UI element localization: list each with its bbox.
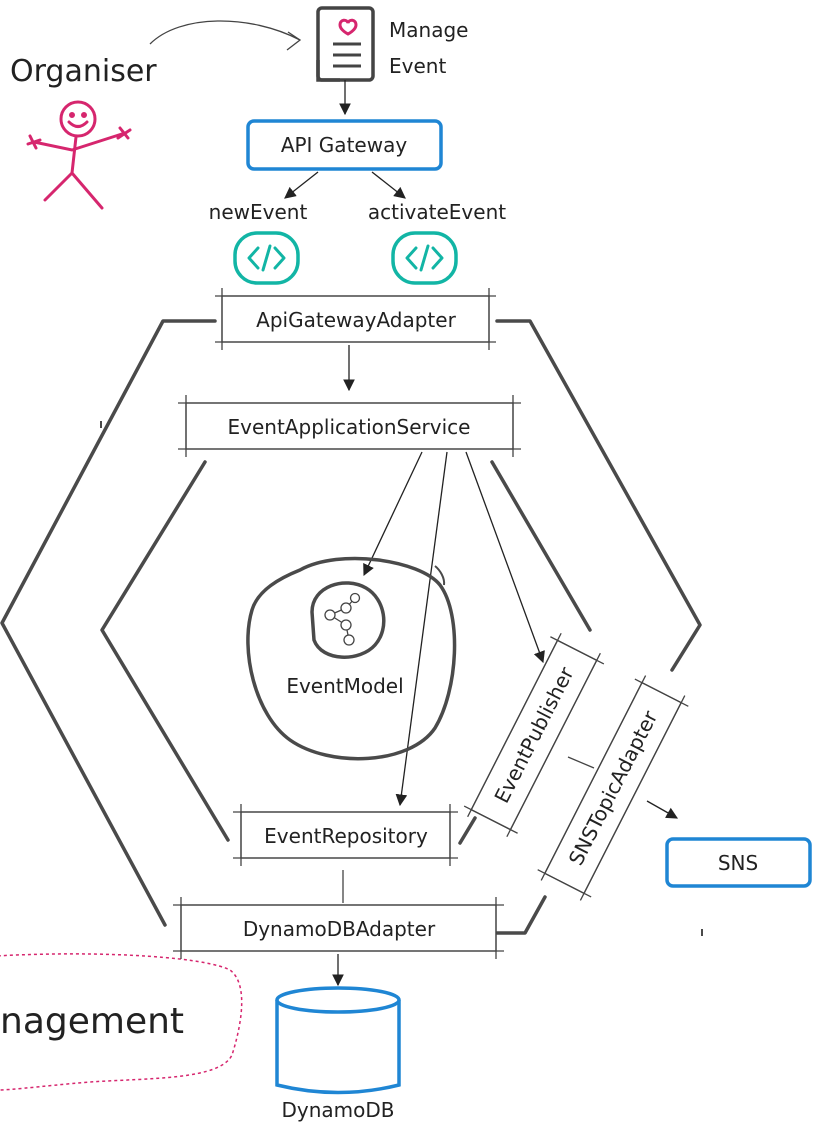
actor-to-document-arrow <box>149 20 301 45</box>
service-to-model-arrow <box>363 451 423 577</box>
heart-icon <box>338 18 358 36</box>
dynamodb-adapter-box: DynamoDBAdapter <box>173 897 504 959</box>
sns-box: SNS <box>665 837 812 888</box>
publisher-to-adapter-connector <box>567 756 595 769</box>
new-event-label: newEvent <box>209 200 308 224</box>
service-to-publisher-arrow <box>465 451 545 664</box>
outer-hexagon-right-top <box>495 319 702 672</box>
event-repository-label: EventRepository <box>264 824 428 848</box>
event-model-label: EventModel <box>286 674 403 698</box>
adapter-to-sns-arrow <box>646 800 679 819</box>
event-application-service-box: EventApplicationService <box>178 395 521 457</box>
gateway-to-new-event-arrow <box>284 171 319 199</box>
actor-legs <box>43 171 104 210</box>
event-model: EventModel <box>246 556 457 761</box>
outer-hexagon-right-bottom <box>495 895 547 935</box>
activate-event-label: activateEvent <box>368 200 506 224</box>
sns-label: SNS <box>718 851 758 875</box>
actor-body <box>70 135 78 175</box>
actor-head <box>59 100 97 138</box>
actor-arms <box>32 131 127 152</box>
inner-hexagon-right-bottom <box>458 816 477 845</box>
activate-event-endpoint-icon <box>391 231 458 285</box>
bounded-context-label: nagement <box>0 1001 184 1042</box>
event-publisher-label: EventPublisher <box>489 662 578 806</box>
inner-hexagon <box>100 460 230 842</box>
document-icon <box>316 6 375 82</box>
new-event-endpoint-icon <box>233 231 300 285</box>
dynamodb-icon <box>275 986 401 1095</box>
manage-label-line1: Manage <box>389 18 468 42</box>
api-gateway-adapter-label: ApiGatewayAdapter <box>256 308 456 332</box>
event-model-icon <box>310 581 386 659</box>
organiser-label: Organiser <box>10 54 157 89</box>
outer-hexagon <box>0 319 217 927</box>
event-application-service-label: EventApplicationService <box>228 415 471 439</box>
sns-topic-adapter-label: SNSTopicAdapter <box>564 706 663 869</box>
event-repository-box: EventRepository <box>233 804 458 866</box>
api-gateway-label: API Gateway <box>281 133 408 157</box>
api-gateway-adapter-box: ApiGatewayAdapter <box>215 288 496 350</box>
dynamodb-label: DynamoDB <box>281 1098 394 1122</box>
gateway-to-activate-event-arrow <box>371 171 406 199</box>
service-to-repository-arrow <box>395 451 448 807</box>
manage-label-line2: Event <box>389 54 446 78</box>
inner-hexagon-right <box>490 460 592 632</box>
dynamodb-adapter-label: DynamoDBAdapter <box>243 917 436 941</box>
organiser-actor <box>26 100 132 210</box>
api-gateway-box: API Gateway <box>246 119 443 171</box>
bounded-context-cloud: nagement <box>0 953 243 1091</box>
